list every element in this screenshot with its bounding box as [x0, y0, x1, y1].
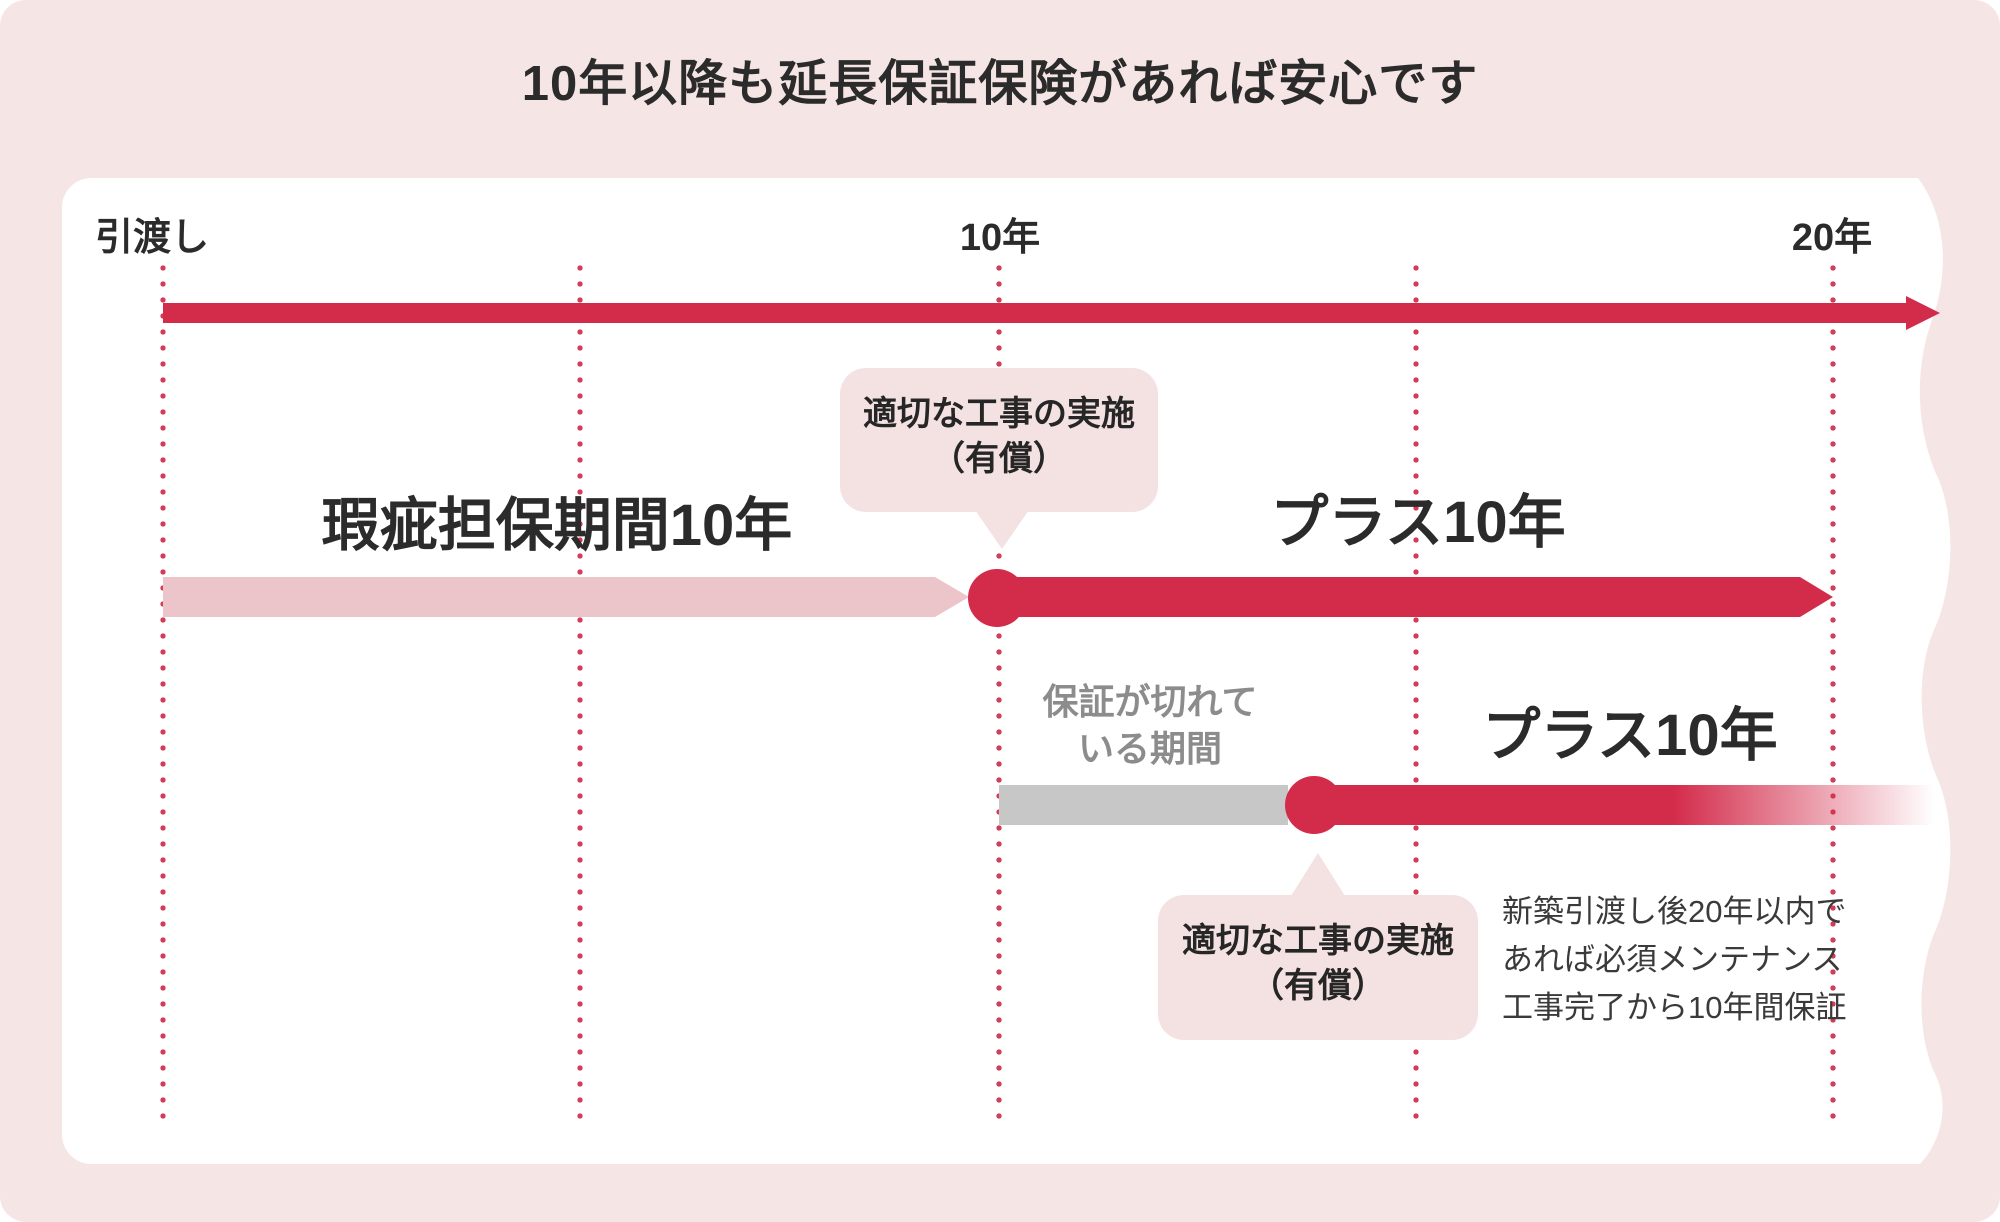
expired-period-label: 保証が切れて いる期間	[1043, 678, 1258, 772]
callout-top-pointer-icon	[975, 510, 1029, 549]
construction-node-second	[1285, 776, 1343, 834]
axis-label-20yr: 20年	[1791, 217, 1873, 259]
defect-period-arrow-icon	[935, 577, 969, 617]
plus10-mid-label: プラス10年	[1270, 490, 1566, 555]
construction-node-first	[968, 569, 1026, 627]
expired-period-line1: 保証が切れて	[1042, 681, 1258, 722]
note-line2: あれば必須メンテナンス	[1502, 942, 1843, 977]
note-line1: 新築引渡し後20年以内で	[1502, 894, 1847, 929]
page-title: 10年以降も延長保証保険があれば安心です	[521, 57, 1479, 111]
guarantee-note: 新築引渡し後20年以内で あれば必須メンテナンス 工事完了から10年間保証	[1502, 888, 1846, 1032]
guide-line-15yr	[1413, 260, 1419, 1120]
note-line3: 工事完了から10年間保証	[1502, 990, 1847, 1025]
guide-line-10yr	[996, 260, 1002, 1120]
expired-period-bar	[999, 785, 1288, 825]
timeline-arrow-icon	[1906, 296, 1940, 330]
defect-period-label: 瑕疵担保期間10年	[321, 493, 793, 558]
panel-shape	[62, 178, 1951, 1164]
callout-construction-bottom: 適切な工事の実施 （有償）	[1158, 895, 1478, 1040]
guide-line-handover	[160, 260, 166, 1120]
callout-top-line2: （有償）	[931, 440, 1067, 478]
axis-label-10yr: 10年	[959, 217, 1041, 259]
callout-bottom-line2: （有償）	[1250, 967, 1386, 1005]
callout-bottom-pointer-icon	[1291, 853, 1345, 896]
callout-construction-top: 適切な工事の実施 （有償）	[840, 368, 1158, 512]
defect-period-bar	[163, 577, 935, 617]
plus10-bottom-bar	[1314, 785, 1934, 825]
guide-line-20yr	[1830, 260, 1836, 1120]
plus10-bottom-label: プラス10年	[1482, 703, 1778, 768]
guide-line-5yr	[577, 260, 583, 1120]
axis-label-handover: 引渡し	[95, 217, 210, 259]
timeline-panel-background	[62, 178, 1951, 1164]
plus10-mid-bar	[997, 577, 1800, 617]
expired-period-line2: いる期間	[1077, 728, 1223, 769]
timeline-bar	[163, 303, 1906, 323]
plus10-mid-arrow-icon	[1800, 577, 1833, 617]
callout-bottom-line1: 適切な工事の実施	[1182, 922, 1454, 960]
callout-top-line1: 適切な工事の実施	[863, 395, 1135, 433]
